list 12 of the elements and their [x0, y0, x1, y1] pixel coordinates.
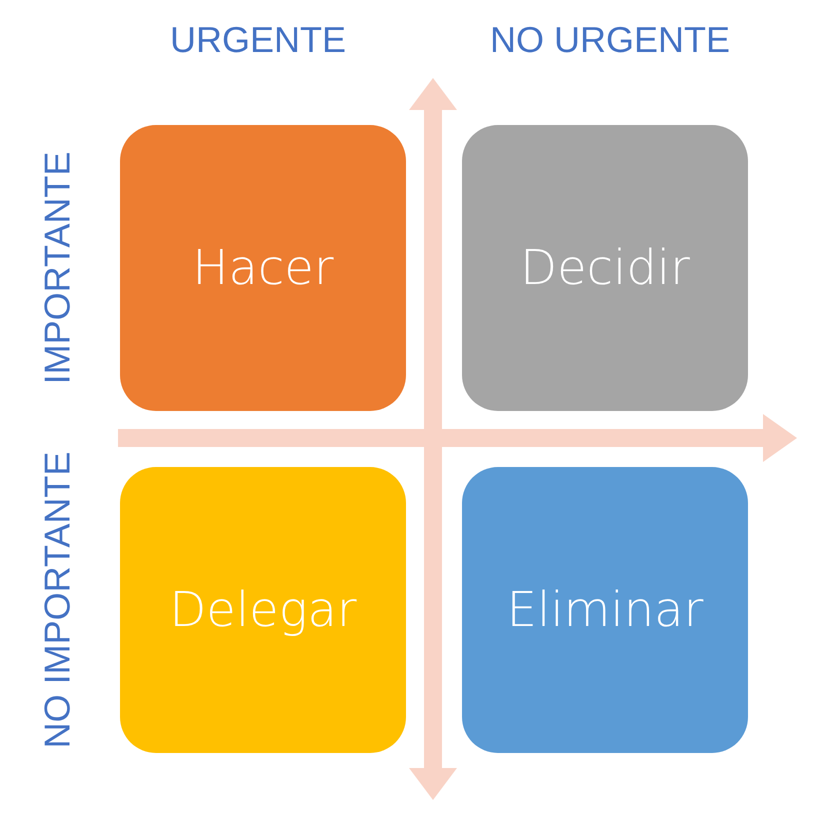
- row-header: NO IMPORTANTE: [38, 452, 75, 748]
- quadrant-card: [462, 125, 748, 411]
- row-header: IMPORTANTE: [38, 152, 75, 384]
- quadrant-label: Decidir: [520, 240, 690, 296]
- quadrant-card: [462, 467, 748, 753]
- quadrant-label: Eliminar: [506, 582, 704, 638]
- quadrant-label: Delegar: [169, 582, 357, 638]
- quadrant-card: [120, 467, 406, 753]
- quadrant-card: [120, 125, 406, 411]
- column-header: URGENTE: [170, 22, 346, 58]
- quadrant-label: Hacer: [192, 240, 334, 296]
- column-header: NO URGENTE: [490, 22, 730, 58]
